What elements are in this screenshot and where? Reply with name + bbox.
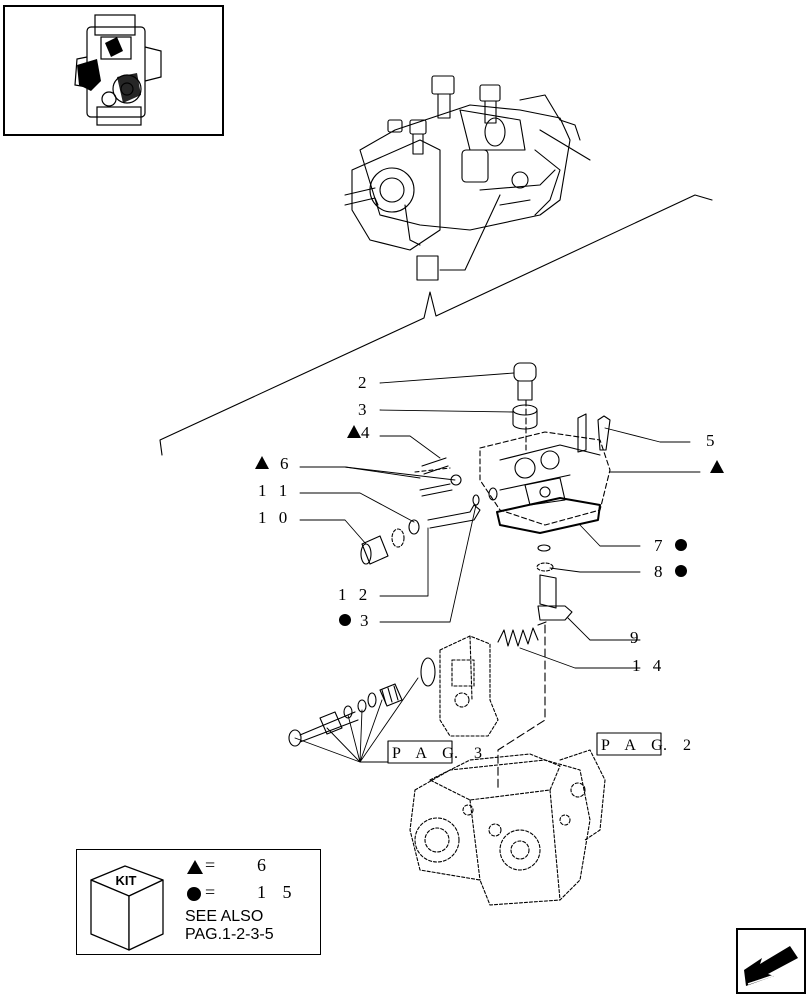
pag3-label: P A G	[392, 745, 460, 762]
leader-lines	[294, 372, 701, 763]
callout-6: 6	[280, 454, 293, 473]
see-also-note: SEE ALSO PAG.1-2-3-5	[185, 908, 274, 944]
pag2-number: . 2	[663, 737, 697, 754]
pump-housing-drawing	[409, 749, 606, 906]
plunger-parts-drawing	[288, 657, 436, 747]
kit-badge: KIT	[116, 873, 137, 888]
leader-pump-to-box	[439, 194, 501, 271]
circle-marker-icon	[675, 539, 687, 551]
governor-cover-drawing	[360, 362, 611, 791]
triangle-marker-icon	[347, 425, 361, 438]
engine-thumbnail-icon	[74, 14, 162, 126]
see-also-line2: PAG.1-2-3-5	[185, 926, 274, 943]
kit-triangle-value: 6	[257, 855, 272, 875]
circle-marker-icon	[187, 887, 201, 901]
callout-5: 5	[706, 431, 719, 450]
kit-circle-value: 1 5	[257, 882, 298, 902]
callout-9: 9	[630, 628, 643, 647]
callout-3-circle: 3	[360, 611, 373, 630]
callout-11: 1 1	[258, 481, 291, 500]
cube-icon: KIT	[90, 865, 164, 951]
callout-14: 1 4	[632, 656, 665, 675]
callout-12: 1 2	[338, 585, 371, 604]
circle-marker-icon	[339, 614, 351, 626]
callout-2: 2	[358, 373, 371, 392]
callout-labels: 2 3 4 6 1 1 1 0 1 2 3 5 7 8 9 1 4 P A G …	[255, 373, 724, 762]
arrow-left-down-icon	[744, 946, 798, 986]
pag3-ref-box[interactable]	[387, 740, 453, 764]
pump-element-drawing	[439, 635, 499, 737]
assembly-reference-box	[416, 255, 439, 281]
overview-thumbnail	[3, 5, 224, 136]
pag2-ref-box[interactable]	[596, 732, 662, 756]
pag2-label: P A G	[601, 737, 669, 754]
kit-triangle-eq: =	[205, 855, 222, 875]
triangle-marker-icon	[187, 860, 203, 874]
callout-3: 3	[358, 400, 371, 419]
see-also-line1: SEE ALSO	[185, 908, 264, 925]
circle-marker-icon	[675, 565, 687, 577]
injection-pump-drawing	[344, 75, 591, 251]
triangle-marker-icon	[710, 460, 724, 473]
callout-8: 8	[654, 562, 667, 581]
kit-circle-eq: =	[205, 882, 222, 902]
pag3-number: . 3	[454, 745, 488, 762]
callout-7: 7	[654, 536, 667, 555]
triangle-marker-icon	[255, 456, 269, 469]
back-nav-button[interactable]	[736, 928, 806, 994]
group-bracket	[159, 194, 713, 456]
callout-10: 1 0	[258, 508, 291, 527]
kit-legend: KIT = 6 = 1 5 SEE ALSO PAG.1-2-3-5	[76, 849, 321, 955]
callout-4: 4	[361, 423, 374, 442]
